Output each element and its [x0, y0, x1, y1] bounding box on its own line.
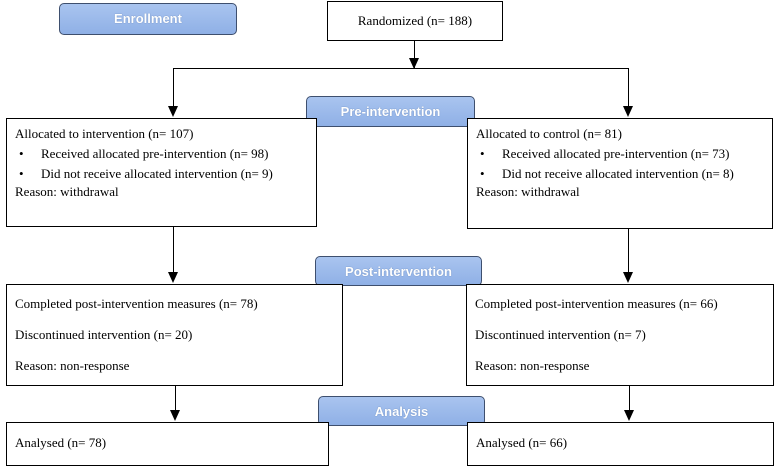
- connector: [173, 68, 174, 108]
- intervention-analysed-text: Analysed (n= 78): [15, 435, 107, 450]
- arrowhead: [170, 410, 180, 421]
- arrowhead: [409, 58, 419, 69]
- randomized-box: Randomized (n= 188): [327, 1, 503, 41]
- arrowhead: [624, 410, 634, 421]
- list-item: • Received allocated pre-intervention (n…: [476, 145, 764, 163]
- control-analysed-text: Analysed (n= 66): [476, 435, 568, 450]
- arrowhead: [168, 106, 178, 117]
- intervention-post-completed: Completed post-intervention measures (n=…: [15, 296, 258, 311]
- intervention-post-box: Completed post-intervention measures (n=…: [6, 284, 343, 386]
- control-post-completed: Completed post-intervention measures (n=…: [475, 296, 718, 311]
- connector: [629, 386, 630, 410]
- control-reason-text: Reason: withdrawal: [476, 184, 580, 199]
- connector: [175, 386, 176, 410]
- control-post-reason: Reason: non-response: [475, 358, 590, 373]
- bullet-icon: •: [480, 166, 485, 181]
- bullet-icon: •: [19, 166, 24, 181]
- stage-pre-intervention: Pre-intervention: [306, 96, 475, 127]
- control-bullet-received: Received allocated pre-intervention (n= …: [502, 146, 730, 161]
- arrowhead: [623, 272, 633, 283]
- list-item: • Did not receive allocated intervention…: [15, 165, 308, 183]
- connector: [173, 227, 174, 272]
- arrowhead: [168, 272, 178, 283]
- stage-analysis: Analysis: [318, 396, 485, 426]
- connector: [628, 68, 629, 108]
- intervention-analysed-box: Analysed (n= 78): [6, 422, 329, 466]
- control-allocation-box: Allocated to control (n= 81) • Received …: [467, 118, 773, 229]
- arrowhead: [623, 106, 633, 117]
- control-allocated-text: Allocated to control (n= 81): [476, 126, 622, 141]
- stage-enrollment: Enrollment: [59, 3, 237, 35]
- stage-post-intervention: Post-intervention: [315, 256, 482, 286]
- bullet-icon: •: [19, 146, 24, 161]
- intervention-post-reason: Reason: non-response: [15, 358, 130, 373]
- connector: [628, 229, 629, 272]
- control-post-discontinued: Discontinued intervention (n= 7): [475, 327, 646, 342]
- control-post-box: Completed post-intervention measures (n=…: [466, 284, 774, 386]
- intervention-allocation-box: Allocated to intervention (n= 107) • Rec…: [6, 118, 317, 227]
- control-bullet-not-received: Did not receive allocated intervention (…: [502, 166, 734, 181]
- randomized-text: Randomized (n= 188): [357, 13, 473, 28]
- list-item: • Received allocated pre-intervention (n…: [15, 145, 308, 163]
- bullet-icon: •: [480, 146, 485, 161]
- list-item: • Did not receive allocated intervention…: [476, 165, 764, 183]
- intervention-allocated-text: Allocated to intervention (n= 107): [15, 126, 194, 141]
- connector: [414, 41, 415, 68]
- intervention-bullet-not-received: Did not receive allocated intervention (…: [41, 166, 273, 181]
- intervention-post-discontinued: Discontinued intervention (n= 20): [15, 327, 193, 342]
- connector: [173, 68, 629, 69]
- intervention-bullet-received: Received allocated pre-intervention (n= …: [41, 146, 269, 161]
- control-analysed-box: Analysed (n= 66): [467, 422, 774, 466]
- intervention-reason-text: Reason: withdrawal: [15, 184, 119, 199]
